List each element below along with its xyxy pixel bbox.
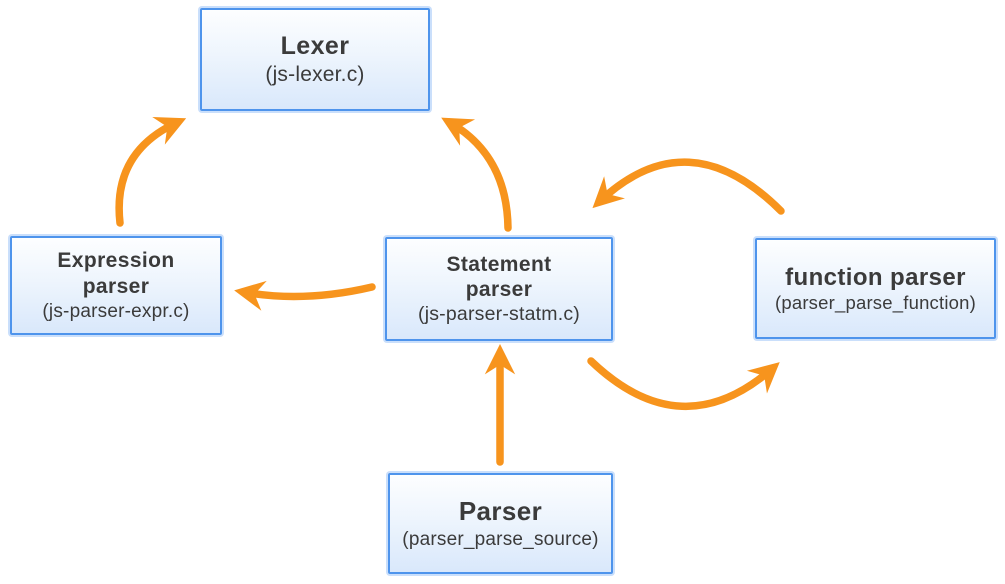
node-expression-parser: Expression parser (js-parser-expr.c) <box>10 236 222 335</box>
node-expression-parser-subtitle: (js-parser-expr.c) <box>42 300 190 322</box>
node-parser-title: Parser <box>458 496 543 527</box>
node-parser-subtitle: (parser_parse_source) <box>402 528 599 550</box>
arrow-statement-parser-to-function-parser <box>587 357 780 410</box>
node-statement-parser: Statement parser (js-parser-statm.c) <box>385 237 613 341</box>
arrow-function-parser-to-statement-parser <box>592 158 785 215</box>
arrow-statement-parser-to-lexer <box>441 117 512 232</box>
node-lexer-subtitle: (js-lexer.c) <box>265 62 365 86</box>
node-expression-parser-title: Expression parser <box>57 249 175 298</box>
node-lexer: Lexer (js-lexer.c) <box>200 8 430 111</box>
node-lexer-title: Lexer <box>280 32 350 61</box>
node-parser: Parser (parser_parse_source) <box>388 473 613 574</box>
node-statement-parser-subtitle: (js-parser-statm.c) <box>418 302 580 325</box>
node-statement-parser-title: Statement parser <box>446 252 552 302</box>
node-function-parser-title: function parser <box>785 263 966 291</box>
node-function-parser: function parser (parser_parse_function) <box>755 238 996 339</box>
arrow-expression-parser-to-lexer <box>115 117 187 227</box>
arrow-statement-parser-to-expression-parser <box>234 280 376 311</box>
node-function-parser-subtitle: (parser_parse_function) <box>774 291 976 313</box>
